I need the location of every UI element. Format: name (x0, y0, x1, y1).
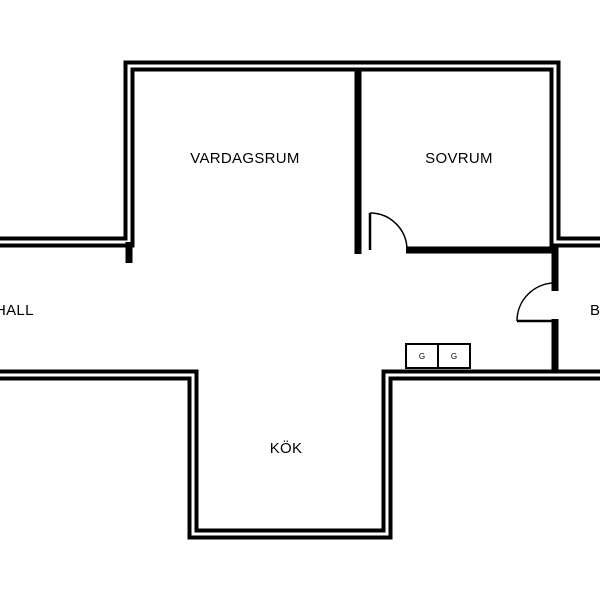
stove: G G (405, 343, 471, 369)
bathroom-door (516, 282, 556, 323)
bedroom-partition-wall (354, 70, 555, 254)
room-label-hall: HALL (0, 302, 34, 319)
room-label-vardagsrum: VARDAGSRUM (190, 150, 299, 167)
stove-burner-label: G (451, 352, 457, 361)
room-label-kok: KÖK (270, 439, 303, 457)
bedroom-door (368, 212, 408, 251)
room-label-badrum: B (590, 302, 600, 319)
stove-burner-label: G (419, 352, 425, 361)
room-label-sovrum: SOVRUM (425, 150, 493, 167)
outer-walls (0, 60, 600, 540)
